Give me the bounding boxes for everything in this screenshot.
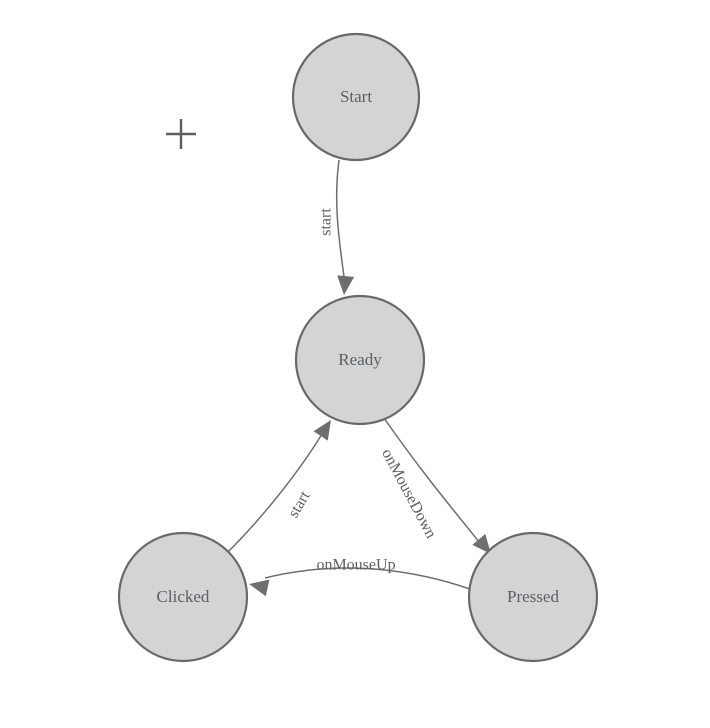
node-label-clicked: Clicked: [157, 587, 210, 606]
state-node-ready[interactable]: Ready: [294, 294, 426, 426]
state-node-start[interactable]: Start: [291, 32, 421, 162]
state-node-clicked[interactable]: Clicked: [117, 531, 249, 663]
edge-label-clicked-to-ready: start: [285, 488, 314, 521]
node-circle-clicked[interactable]: [117, 531, 249, 663]
crosshair-marker[interactable]: [166, 119, 196, 149]
node-circle-pressed[interactable]: [467, 531, 599, 663]
edge-ready-to-pressed[interactable]: onMouseDown: [378, 417, 497, 559]
edge-line-start-to-ready: [335, 159, 345, 278]
edge-line-clicked-to-ready: [226, 433, 323, 554]
node-label-pressed: Pressed: [507, 587, 559, 606]
edge-pressed-to-clicked[interactable]: onMouseUp: [247, 557, 471, 597]
markers-layer: [166, 119, 196, 149]
node-circle-start[interactable]: [291, 32, 421, 162]
arrowhead-start-to-ready: [337, 275, 355, 295]
edge-label-pressed-to-clicked: onMouseUp: [316, 557, 395, 574]
edge-label-start-to-ready: start: [318, 208, 335, 236]
edge-clicked-to-ready[interactable]: start: [226, 415, 338, 554]
edge-start-to-ready[interactable]: start: [318, 159, 355, 296]
node-label-ready: Ready: [338, 350, 382, 369]
node-circle-ready[interactable]: [294, 294, 426, 426]
edge-line-ready-to-pressed: [383, 417, 481, 544]
arrowhead-pressed-to-clicked: [249, 579, 270, 597]
state-node-pressed[interactable]: Pressed: [467, 531, 599, 663]
arrowhead-ready-to-pressed: [472, 533, 491, 554]
node-label-start: Start: [340, 87, 372, 106]
edge-label-ready-to-pressed: onMouseDown: [378, 446, 439, 541]
edge-line-pressed-to-clicked: [264, 567, 471, 590]
arrowhead-clicked-to-ready: [313, 420, 331, 441]
